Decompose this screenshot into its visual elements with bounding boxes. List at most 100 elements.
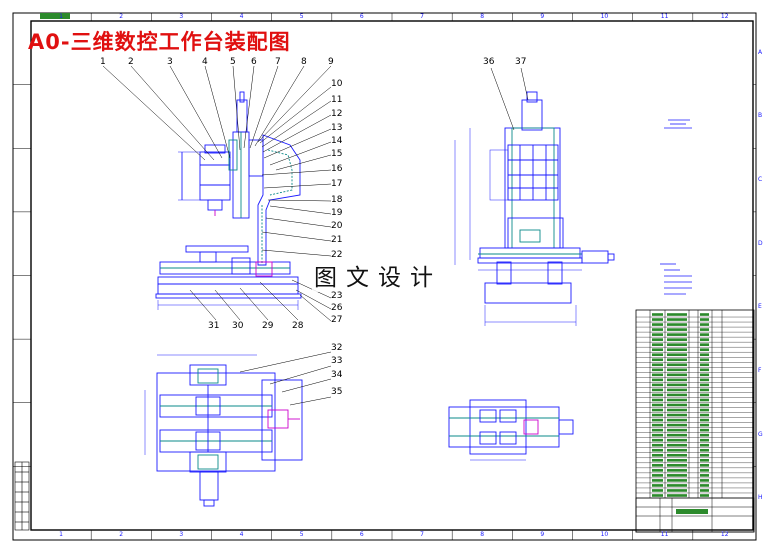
part-callout: 20 bbox=[331, 221, 343, 231]
parts-row-text-mark bbox=[700, 453, 709, 457]
parts-row-text-mark bbox=[667, 418, 687, 422]
parts-row-text-mark bbox=[667, 403, 687, 407]
parts-row-text-mark bbox=[652, 353, 663, 357]
border-row-label: A bbox=[758, 48, 763, 56]
parts-row-text-mark bbox=[667, 398, 687, 402]
part-callout: 23 bbox=[331, 291, 343, 301]
parts-row-text-mark bbox=[667, 328, 687, 331]
border-column-label: 10 bbox=[600, 531, 609, 538]
part-callout: 27 bbox=[331, 315, 343, 325]
part-callout: 36 bbox=[483, 57, 495, 67]
part-callout: 22 bbox=[331, 250, 343, 260]
part-callout: 18 bbox=[331, 195, 343, 205]
part-callout: 37 bbox=[515, 57, 527, 67]
front-view bbox=[454, 91, 615, 326]
border-row-label: E bbox=[758, 303, 762, 311]
part-callout: 30 bbox=[232, 321, 244, 331]
part-callout: 29 bbox=[262, 321, 274, 331]
parts-row-text-mark bbox=[667, 393, 687, 397]
parts-row-text-mark bbox=[652, 448, 663, 452]
parts-row-text-mark bbox=[652, 378, 663, 382]
parts-row-text-mark bbox=[652, 313, 663, 316]
drawing-title: A0-三维数控工作台装配图 bbox=[28, 30, 291, 54]
parts-list bbox=[635, 309, 755, 533]
border-column-label: 7 bbox=[420, 13, 424, 20]
parts-row-text-mark bbox=[652, 383, 663, 387]
parts-row-text-mark bbox=[700, 403, 709, 407]
parts-row-text-mark bbox=[652, 408, 663, 412]
border-column-label: 4 bbox=[239, 531, 244, 538]
border-column-label: 3 bbox=[179, 13, 184, 20]
parts-row-text-mark bbox=[667, 368, 687, 372]
border-column-label: 6 bbox=[359, 531, 364, 538]
parts-row-text-mark bbox=[700, 423, 709, 427]
border-column-label: 5 bbox=[299, 13, 304, 20]
border-column-label: 1 bbox=[59, 531, 63, 538]
parts-row-text-mark bbox=[652, 373, 663, 377]
parts-row-text-mark bbox=[700, 443, 709, 447]
border-column-label: 11 bbox=[660, 531, 669, 538]
parts-row-text-mark bbox=[700, 328, 709, 331]
part-callout: 10 bbox=[331, 79, 343, 89]
part-callout: 2 bbox=[128, 57, 134, 67]
part-callout: 3 bbox=[167, 57, 173, 67]
parts-row-text-mark bbox=[667, 448, 687, 452]
parts-row-text-mark bbox=[652, 403, 663, 407]
parts-row-text-mark bbox=[667, 438, 687, 442]
part-callout: 4 bbox=[202, 57, 208, 67]
border-column-label: 5 bbox=[299, 531, 304, 538]
parts-row-text-mark bbox=[667, 458, 687, 462]
top-view bbox=[144, 354, 303, 507]
parts-row-text-mark bbox=[667, 363, 687, 367]
parts-row-text-mark bbox=[652, 368, 663, 372]
part-callout: 32 bbox=[331, 343, 343, 353]
parts-row-text-mark bbox=[700, 474, 709, 477]
part-callout: 13 bbox=[331, 123, 343, 133]
parts-row-text-mark bbox=[700, 393, 709, 397]
border-column-label: 12 bbox=[720, 13, 729, 20]
parts-row-text-mark bbox=[652, 393, 663, 397]
technical-notes bbox=[660, 119, 692, 295]
parts-row-text-mark bbox=[700, 378, 709, 382]
front-view-leaders bbox=[490, 67, 529, 131]
parts-row-text-mark bbox=[652, 464, 663, 467]
parts-row-text-mark bbox=[652, 423, 663, 427]
border-row-label: D bbox=[758, 239, 763, 247]
part-callout: 1 bbox=[100, 57, 106, 67]
parts-row-text-mark bbox=[700, 428, 709, 432]
parts-row-text-mark bbox=[700, 413, 709, 417]
side-view-leaders bbox=[102, 65, 332, 322]
parts-row-text-mark bbox=[667, 318, 687, 321]
border-column-label: 11 bbox=[660, 13, 669, 20]
parts-row-text-mark bbox=[652, 484, 663, 487]
parts-row-text-mark bbox=[667, 333, 687, 336]
part-callout: 34 bbox=[331, 370, 343, 380]
parts-row-text-mark bbox=[652, 479, 663, 482]
parts-row-text-mark bbox=[667, 474, 687, 477]
parts-row-text-mark bbox=[652, 388, 663, 392]
parts-row-text-mark bbox=[667, 428, 687, 432]
parts-row-text-mark bbox=[652, 494, 663, 497]
parts-row-text-mark bbox=[652, 453, 663, 457]
parts-row-text-mark bbox=[652, 398, 663, 402]
sheet-stamp bbox=[40, 13, 70, 19]
parts-row-text-mark bbox=[667, 383, 687, 387]
parts-row-text-mark bbox=[667, 479, 687, 482]
parts-row-text-mark bbox=[652, 318, 663, 321]
parts-row-text-mark bbox=[700, 494, 709, 497]
border-ticks bbox=[13, 13, 756, 540]
parts-row-text-mark bbox=[700, 313, 709, 316]
parts-row-text-mark bbox=[652, 438, 663, 442]
parts-row-text-mark bbox=[667, 378, 687, 382]
side-view bbox=[155, 91, 302, 310]
border-column-label: 2 bbox=[119, 13, 124, 20]
parts-row-text-mark bbox=[667, 494, 687, 497]
border-column-label: 3 bbox=[179, 531, 184, 538]
parts-row-text-mark bbox=[652, 489, 663, 492]
border-column-label: 7 bbox=[420, 531, 424, 538]
parts-row-text-mark bbox=[700, 469, 709, 472]
parts-row-text-mark bbox=[700, 408, 709, 412]
border-column-label: 9 bbox=[540, 531, 545, 538]
part-callout: 16 bbox=[331, 164, 343, 174]
